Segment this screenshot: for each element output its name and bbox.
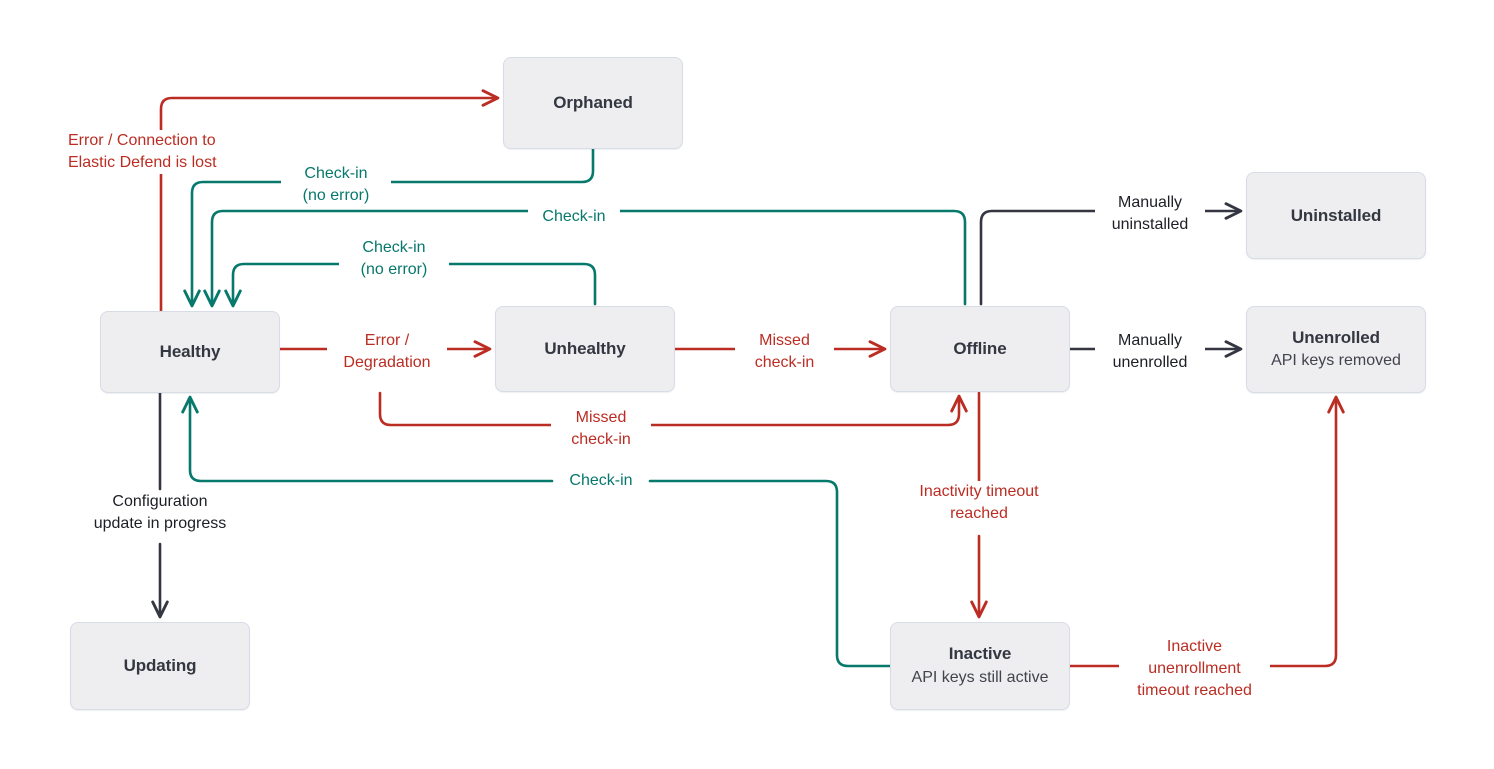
edge-healthy-to-orphaned <box>159 89 500 314</box>
edge-label-inactive-to-healthy: Check-in <box>555 470 647 493</box>
node-unhealthy[interactable]: Unhealthy <box>495 306 675 392</box>
edge-inactive-to-healthy-seg1 <box>648 479 892 668</box>
edge-label-offline-to-uninstalled: Manually uninstalled <box>1095 192 1205 237</box>
node-healthy-title: Healthy <box>159 342 221 362</box>
edge-healthy-to-offline-seg2 <box>648 394 968 427</box>
edge-label-unhealthy-to-healthy: Check-in (no error) <box>339 237 449 282</box>
edge-label-inactive-to-unenrolled: Inactive unenrollment timeout reached <box>1119 636 1270 703</box>
edge-label-healthy-to-updating: Configuration update in progress <box>62 491 258 536</box>
edge-inactive-to-healthy-seg2 <box>181 395 554 483</box>
edge-label-healthy-to-orphaned: Error / Connection to Elastic Defend is … <box>62 130 262 175</box>
edge-label-offline-to-unenrolled: Manually unenrolled <box>1095 330 1205 375</box>
node-inactive-title: Inactive <box>948 644 1012 664</box>
edge-label-offline-to-healthy: Check-in <box>528 206 620 229</box>
edge-label-healthy-to-offline: Missed check-in <box>551 407 651 452</box>
node-healthy[interactable]: Healthy <box>100 311 280 393</box>
edge-healthy-to-offline-seg1 <box>378 391 554 427</box>
edge-orphaned-to-healthy <box>183 147 595 308</box>
edge-label-offline-to-inactive: Inactivity timeout reached <box>889 481 1069 526</box>
node-uninstalled[interactable]: Uninstalled <box>1246 172 1426 259</box>
node-updating-title: Updating <box>123 656 197 676</box>
node-offline[interactable]: Offline <box>890 306 1070 392</box>
edge-label-healthy-to-unhealthy: Error / Degradation <box>327 330 447 375</box>
node-uninstalled-title: Uninstalled <box>1290 205 1382 225</box>
node-inactive-subtitle: API keys still active <box>911 668 1049 686</box>
node-unenrolled[interactable]: Unenrolled API keys removed <box>1246 306 1426 393</box>
edge-label-unhealthy-to-offline: Missed check-in <box>735 330 834 375</box>
node-unenrolled-title: Unenrolled <box>1292 327 1380 347</box>
node-unhealthy-title: Unhealthy <box>544 339 626 359</box>
edge-inactive-to-unenrolled-seg2 <box>1260 395 1345 668</box>
node-updating[interactable]: Updating <box>70 622 250 710</box>
node-inactive[interactable]: Inactive API keys still active <box>890 622 1070 710</box>
edge-label-orphaned-to-healthy: Check-in (no error) <box>281 163 391 208</box>
node-unenrolled-subtitle: API keys removed <box>1271 352 1401 370</box>
node-orphaned-title: Orphaned <box>553 93 633 113</box>
edge-offline-to-uninstalled-seg1 <box>979 209 1098 306</box>
node-offline-title: Offline <box>953 339 1007 359</box>
node-orphaned[interactable]: Orphaned <box>503 57 683 149</box>
